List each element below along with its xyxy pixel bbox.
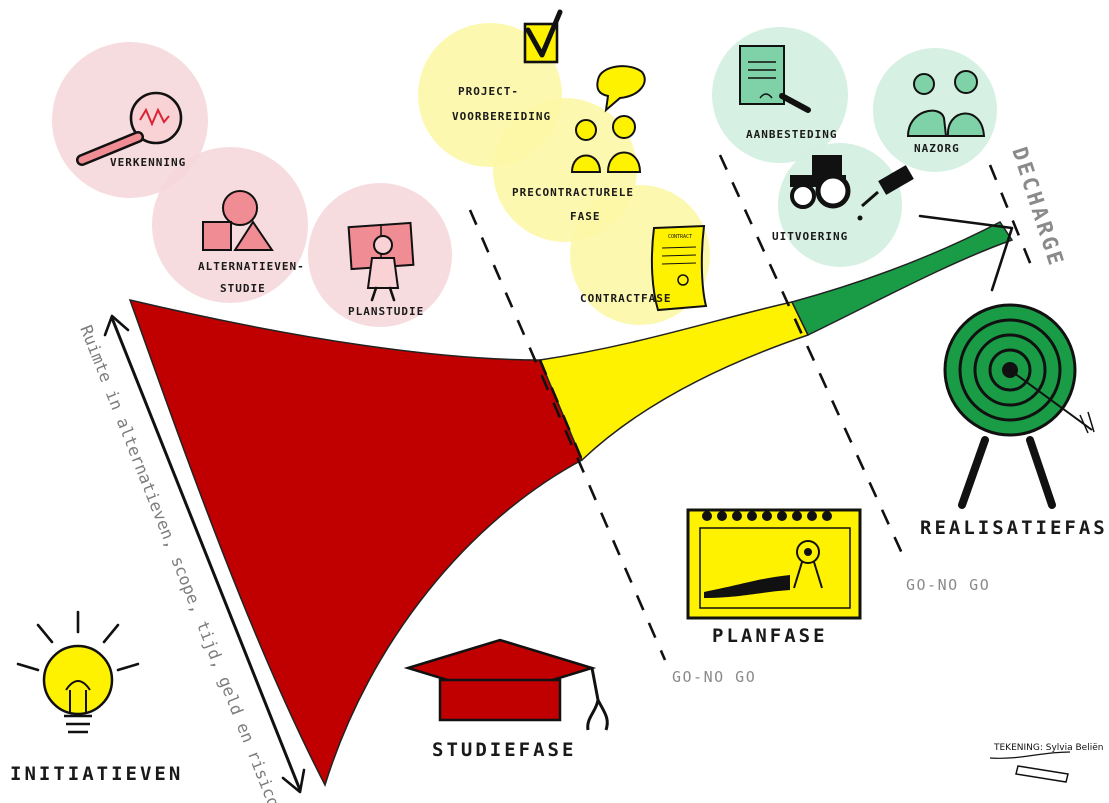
handshake-icon [906, 70, 986, 137]
planner-person-icon [347, 221, 415, 302]
label-go-no-go-plan: GO-NO GO [672, 668, 756, 686]
label-planfase: PLANFASE [712, 625, 828, 647]
funnel-red-section [128, 298, 583, 787]
label-precontractuele-1: PRECONTRACTURELE [512, 186, 634, 199]
label-initiatieven: INITIATIEVEN [10, 763, 183, 785]
funnel-yellow-section [538, 301, 810, 462]
target-icon [943, 303, 1095, 509]
label-contractfase: CONTRACTFASE [580, 292, 671, 305]
label-realisatiefase: REALISATIEFASE [920, 517, 1109, 539]
decharge-arrow-icon [918, 214, 1014, 292]
magnifier-icon [76, 91, 183, 166]
lightbulb-icon [16, 610, 140, 734]
calendar-icon [686, 508, 862, 620]
signing-document-icon [739, 45, 811, 113]
contract-doc-text: CONTRACT [668, 234, 692, 240]
label-aanbesteding: AANBESTEDING [746, 128, 837, 141]
oil-can-icon [857, 165, 914, 221]
pencil-icon [989, 751, 1071, 783]
funnel [128, 221, 1014, 787]
axis-arrow [103, 314, 306, 794]
label-planstudie: PLANSTUDIE [348, 305, 424, 318]
label-nazorg: NAZORG [914, 142, 960, 155]
label-alternatieven-2: STUDIE [220, 282, 266, 295]
background-blobs [52, 23, 997, 327]
label-projectvoorbereiding-1: PROJECT- [458, 85, 519, 98]
label-alternatieven-1: ALTERNATIEVEN- [198, 260, 305, 273]
label-verkenning: VERKENNING [110, 156, 186, 169]
funnel-divider-1 [538, 359, 584, 461]
label-precontractuele-2: FASE [570, 210, 601, 223]
meeting-people-icon [570, 65, 646, 173]
funnel-green-section [790, 221, 1014, 337]
credit-label: TEKENING: Sylvia Beliën [993, 743, 1103, 753]
label-go-no-go-realisatie: GO-NO GO [906, 576, 990, 594]
label-uitvoering: UITVOERING [772, 230, 848, 243]
checkbox-icon [523, 9, 563, 64]
label-studiefase: STUDIEFASE [432, 739, 576, 761]
shapes-icon [202, 190, 274, 251]
label-decharge: DECHARGE [1007, 144, 1069, 270]
label-projectvoorbereiding-2: VOORBEREIDING [452, 110, 551, 123]
contract-scroll-icon: CONTRACT [650, 224, 708, 312]
tractor-icon [790, 155, 851, 209]
gate-lines [468, 154, 1037, 661]
graduation-cap-icon [403, 638, 609, 731]
